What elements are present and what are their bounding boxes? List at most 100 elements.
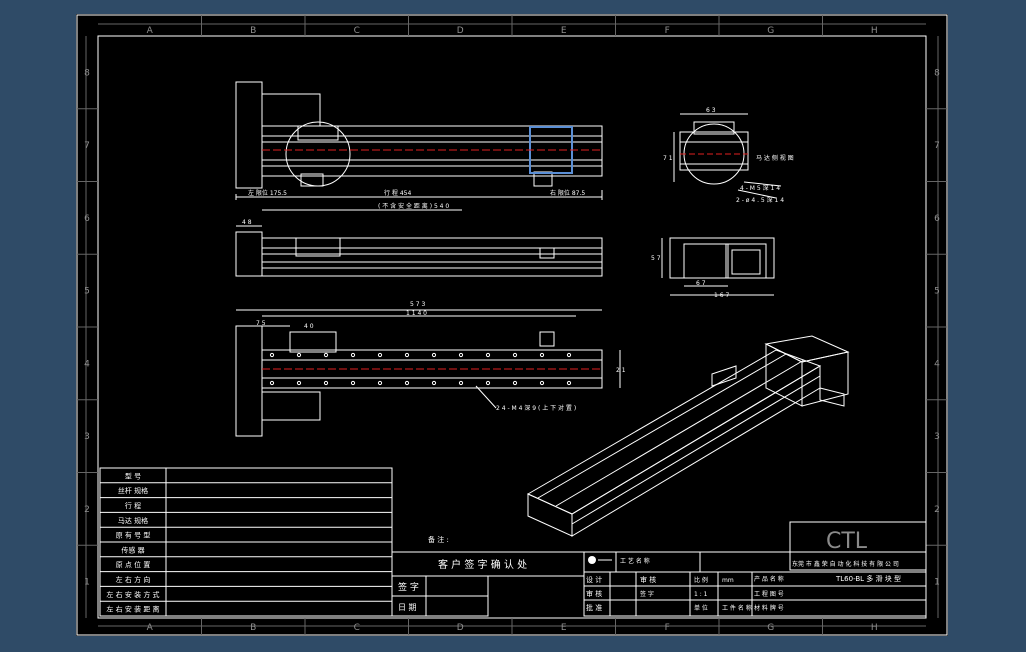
tb-scale-value: 1 : 1: [694, 591, 708, 598]
side-dim-v1: 7 1: [663, 155, 673, 162]
mounting-hole: [296, 380, 302, 386]
grid-col-label: A: [147, 623, 154, 633]
bottom-dim-v: 2 1: [616, 367, 626, 374]
grid-row-label: 4: [84, 359, 90, 369]
grid-row-label: 4: [934, 359, 940, 369]
grid-col-label: C: [354, 623, 360, 633]
grid-row-label: 7: [84, 141, 90, 151]
mounting-hole: [404, 352, 410, 358]
grid-col-label: G: [767, 623, 774, 633]
end-view: [661, 237, 775, 296]
tb-design: 设 计: [586, 575, 602, 584]
grid-col-label: A: [147, 26, 154, 36]
bottom-callout: 2 4 - M 4 深 9 ( 上 下 对 置 ): [496, 404, 576, 412]
mounting-hole: [323, 380, 329, 386]
side-dim-h1: 6 3: [706, 107, 716, 114]
tb-scale-label: 比 例: [694, 576, 708, 584]
end-dim-v: 5 7: [651, 255, 661, 262]
end-dim-h1: 6 7: [696, 280, 706, 287]
mounting-hole: [377, 352, 383, 358]
tb-product-name: 产 品 名 称: [754, 575, 784, 583]
isometric-view: [526, 335, 850, 537]
front-dim-right: 右 限位 87.5: [550, 189, 585, 197]
grid-row-label: 1: [934, 578, 940, 588]
tb-material: 材 料 牌 号: [754, 604, 784, 612]
tb-check: 审 核: [586, 589, 602, 598]
bottom-dim-left: 7 5: [256, 320, 266, 327]
grid-row-label: 7: [934, 141, 940, 151]
grid-row-label: 6: [934, 214, 940, 224]
front-dim-left: 左 限位 175.5: [248, 189, 287, 197]
spec-row-label: 左 右 安 装 方 式: [106, 590, 159, 599]
grid-col-label: B: [250, 623, 256, 633]
mounting-hole: [485, 352, 491, 358]
mounting-hole: [269, 352, 275, 358]
grid-row-label: 5: [934, 287, 940, 297]
title-block: [583, 521, 927, 617]
mounting-hole: [323, 352, 329, 358]
spec-row-label: 丝杆 规格: [118, 486, 148, 495]
grid-row-label: 8: [84, 68, 90, 78]
front-dim-stroke: 行 程 454: [384, 189, 411, 197]
bottom-view: [235, 309, 621, 437]
spec-row-label: 左 右 安 装 距 离: [106, 605, 159, 614]
mounting-hole: [431, 380, 437, 386]
mounting-hole: [377, 380, 383, 386]
mounting-hole: [512, 380, 518, 386]
grid-row-label: 5: [84, 287, 90, 297]
grid-row-label: 1: [84, 578, 90, 588]
tb-sign: 签 字: [640, 590, 654, 598]
mounting-hole: [458, 380, 464, 386]
mounting-hole: [485, 380, 491, 386]
mounting-holes: [269, 352, 572, 386]
grid-row-label: 8: [934, 68, 940, 78]
mounting-hole: [350, 352, 356, 358]
grid-row-label: 3: [934, 432, 940, 442]
mounting-hole: [512, 352, 518, 358]
mounting-hole: [458, 352, 464, 358]
grid-col-label: H: [871, 26, 878, 36]
tb-unit-value: mm: [722, 577, 734, 584]
front-dim-note: ( 不 含 安 全 距 离 ) 5 4 0: [378, 202, 449, 210]
mounting-hole: [404, 380, 410, 386]
spec-table-labels: 型 号丝杆 规格行 程马达 规格原 有 号 型传感 器原 点 位 置左 右 方 …: [106, 471, 159, 613]
grid-col-label: G: [767, 26, 774, 36]
spec-table: [99, 467, 393, 617]
mounting-hole: [566, 352, 572, 358]
tb-drawing-no: 工 程 图 号: [754, 590, 784, 598]
spec-row-label: 传感 器: [121, 545, 144, 554]
grid-row-label: 2: [84, 505, 90, 515]
grid-col-label: E: [561, 26, 567, 36]
grid-col-label: F: [665, 26, 670, 36]
mounting-hole: [539, 380, 545, 386]
spec-row-label: 原 点 位 置: [116, 560, 151, 569]
signature-date-label: 日 期: [398, 603, 417, 612]
mounting-hole: [350, 380, 356, 386]
grid-col-label: F: [665, 623, 670, 633]
top-dim-left: 4 8: [242, 219, 252, 226]
bottom-dim-sub: 4 0: [304, 323, 314, 330]
tb-unit-label: 单 位: [694, 604, 708, 612]
grid-col-label: D: [457, 623, 464, 633]
grid-col-label: D: [457, 26, 464, 36]
spec-row-label: 马达 规格: [118, 516, 148, 525]
top-view: [235, 225, 603, 277]
company-logo: CTL: [826, 529, 868, 554]
mounting-hole: [431, 352, 437, 358]
projection-label: 工 艺 名 称: [620, 557, 650, 565]
side-callout-2: 4 - M 5 深 1 4: [740, 184, 780, 192]
bottom-dim-total: 5 7 3: [410, 301, 425, 308]
mounting-hole: [296, 352, 302, 358]
bottom-dim-mid: 1 1 4 0: [406, 310, 427, 317]
projection-symbol-icon: [588, 556, 596, 564]
side-callout-3: 2 - ø 4 . 5 深 1 4: [736, 196, 784, 204]
signature-sign-label: 签 字: [398, 581, 419, 593]
grid-row-label: 6: [84, 214, 90, 224]
grid-col-label: E: [561, 623, 567, 633]
company-name: 东莞 市 鑫 荣 自 动 化 科 技 有 限 公 司: [792, 560, 899, 568]
